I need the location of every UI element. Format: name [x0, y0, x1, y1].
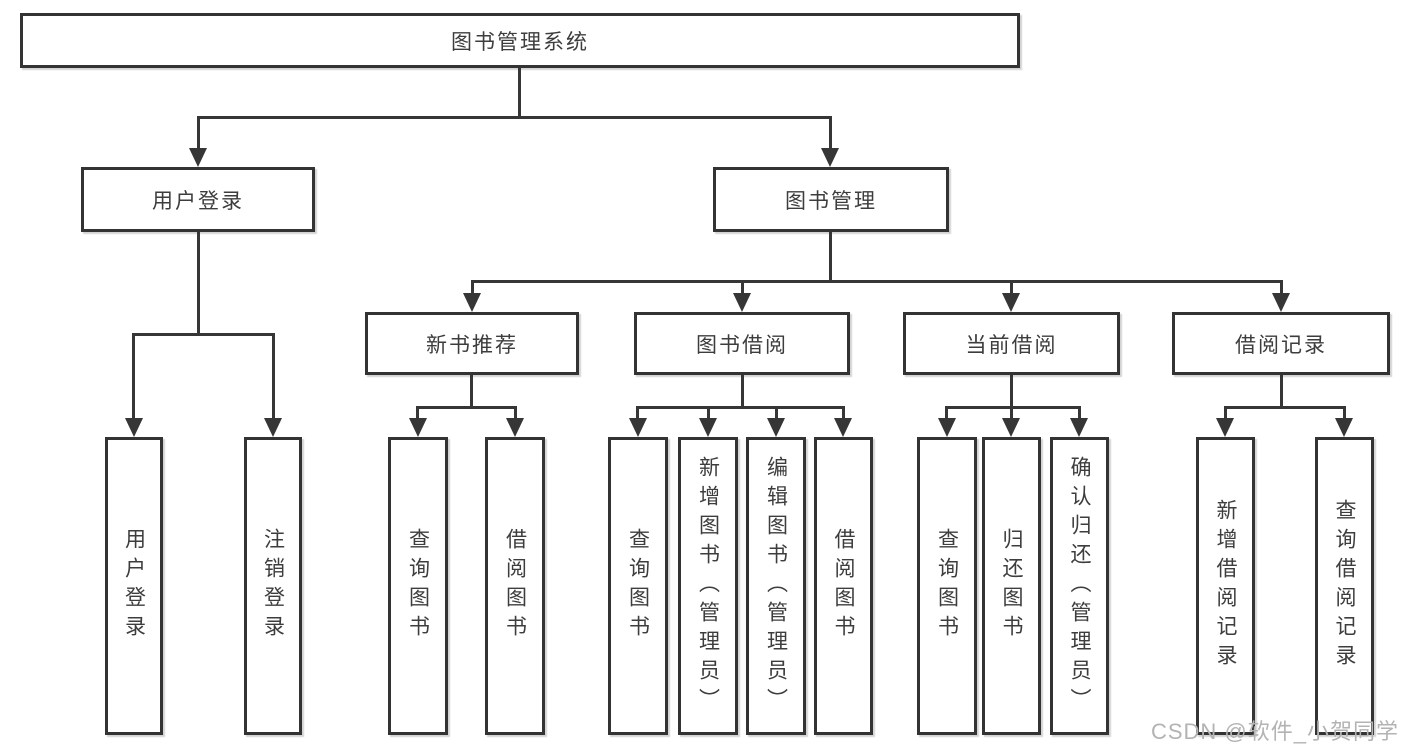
leaf-label: 注销登录	[261, 528, 285, 644]
node-new-book-recommend: 新书推荐	[365, 312, 579, 375]
arrow-down-icon	[699, 418, 717, 437]
connector-line	[416, 406, 419, 420]
leaf-edit-books-admin: 编辑图书（管理员）	[746, 437, 806, 735]
leaf-confirm-return-admin: 确认归还（管理员）	[1050, 437, 1109, 735]
node-book-management: 图书管理	[713, 167, 949, 232]
leaf-logout: 注销登录	[244, 437, 302, 735]
arrow-down-icon	[1335, 418, 1353, 437]
leaf-label: 确认归还（管理员）	[1068, 455, 1091, 717]
leaf-query-books-recommend: 查询图书	[388, 437, 448, 735]
connector-line	[842, 406, 845, 420]
connector-line	[471, 280, 1283, 283]
arrow-down-icon	[125, 418, 143, 437]
leaf-borrow-books-borrowing: 借阅图书	[814, 437, 873, 735]
leaf-query-books-current: 查询图书	[917, 437, 977, 735]
connector-line	[1280, 375, 1283, 408]
connector-line	[829, 232, 832, 283]
connector-line	[272, 333, 275, 419]
arrow-down-icon	[821, 148, 839, 167]
connector-line	[197, 232, 200, 335]
connector-line	[470, 375, 473, 408]
connector-line	[197, 116, 200, 149]
connector-line	[1343, 406, 1346, 420]
arrow-down-icon	[834, 418, 852, 437]
leaf-label: 借阅图书	[503, 528, 527, 644]
leaf-label: 编辑图书（管理员）	[764, 455, 788, 717]
arrow-down-icon	[629, 418, 647, 437]
arrow-down-icon	[463, 293, 481, 312]
leaf-add-books-admin: 新增图书（管理员）	[678, 437, 738, 735]
connector-line	[1224, 406, 1346, 409]
connector-line	[417, 406, 517, 409]
connector-line	[1078, 406, 1081, 420]
node-label: 新书推荐	[426, 333, 518, 357]
arrow-down-icon	[264, 418, 282, 437]
leaf-label: 查询图书	[406, 528, 430, 644]
leaf-label: 查询图书	[935, 528, 959, 644]
connector-line	[741, 280, 744, 295]
arrow-down-icon	[1272, 293, 1290, 312]
leaf-query-books-borrowing: 查询图书	[608, 437, 668, 735]
node-library-management-system: 图书管理系统	[20, 13, 1020, 68]
arrow-down-icon	[1002, 293, 1020, 312]
connector-line	[946, 406, 1081, 409]
connector-line	[1010, 280, 1013, 295]
arrow-down-icon	[767, 418, 785, 437]
arrow-down-icon	[1216, 418, 1234, 437]
connector-line	[132, 333, 135, 419]
arrow-down-icon	[409, 418, 427, 437]
leaf-label: 归还图书	[1000, 528, 1023, 644]
node-label: 图书管理系统	[451, 30, 589, 54]
leaf-label: 查询图书	[626, 528, 650, 644]
leaf-label: 新增图书（管理员）	[696, 455, 720, 717]
connector-line	[133, 333, 275, 336]
connector-line	[1010, 375, 1013, 408]
connector-line	[829, 116, 832, 149]
connector-line	[471, 280, 474, 295]
node-label: 当前借阅	[965, 333, 1058, 357]
leaf-return-books: 归还图书	[982, 437, 1041, 735]
node-label: 图书借阅	[696, 333, 788, 357]
node-label: 图书管理	[785, 189, 877, 213]
leaf-query-borrow-record: 查询借阅记录	[1315, 437, 1374, 735]
node-label: 借阅记录	[1235, 333, 1327, 357]
leaf-label: 新增借阅记录	[1214, 499, 1237, 673]
arrow-down-icon	[189, 148, 207, 167]
node-user-login: 用户登录	[81, 167, 315, 232]
connector-line	[1224, 406, 1227, 420]
connector-line	[636, 406, 639, 420]
connector-line	[637, 406, 845, 409]
arrow-down-icon	[938, 418, 956, 437]
arrow-down-icon	[1002, 418, 1020, 437]
arrow-down-icon	[733, 293, 751, 312]
leaf-label: 用户登录	[122, 528, 146, 644]
connector-line	[775, 406, 778, 420]
node-current-borrowing: 当前借阅	[903, 312, 1120, 375]
node-book-borrowing: 图书借阅	[634, 312, 850, 375]
node-borrowing-records: 借阅记录	[1172, 312, 1390, 375]
connector-line	[518, 68, 521, 117]
arrow-down-icon	[1070, 418, 1088, 437]
leaf-label: 查询借阅记录	[1333, 499, 1356, 673]
leaf-borrow-books-recommend: 借阅图书	[485, 437, 545, 735]
connector-line	[707, 406, 710, 420]
connector-line	[198, 116, 832, 119]
node-label: 用户登录	[152, 189, 244, 213]
leaf-label: 借阅图书	[832, 528, 855, 644]
arrow-down-icon	[506, 418, 524, 437]
connector-line	[741, 375, 744, 408]
connector-line	[514, 406, 517, 420]
leaf-add-borrow-record: 新增借阅记录	[1196, 437, 1255, 735]
connector-line	[945, 406, 948, 420]
connector-line	[1280, 280, 1283, 295]
watermark: CSDN @软件_小贺同学	[1150, 719, 1399, 744]
connector-line	[1010, 406, 1013, 420]
leaf-user-login: 用户登录	[105, 437, 163, 735]
